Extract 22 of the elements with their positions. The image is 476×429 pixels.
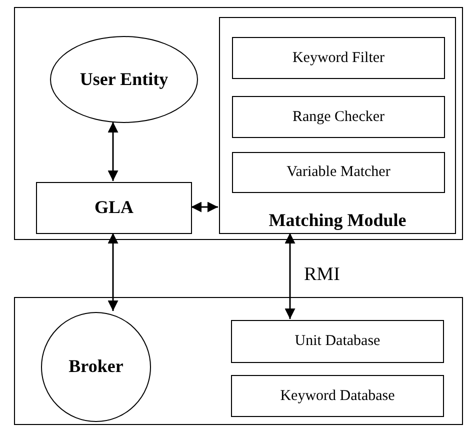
node-label: Broker <box>68 357 124 377</box>
container-box <box>14 7 463 240</box>
node-label: Variable Matcher <box>286 164 390 181</box>
node-label: Keyword Filter <box>292 50 385 66</box>
component-box <box>232 152 445 193</box>
component-box <box>231 320 444 363</box>
module-box <box>219 17 456 234</box>
node-label: Matching Module <box>268 211 406 231</box>
double-arrow <box>108 122 118 181</box>
double-arrow <box>108 233 118 311</box>
node-label: Range Checker <box>292 108 385 126</box>
node-label: Keyword Database <box>280 388 395 404</box>
component-box <box>232 96 445 138</box>
double-arrow <box>191 202 218 212</box>
node-label: Unit Database <box>294 333 380 350</box>
component-box <box>36 182 192 234</box>
container-box <box>14 297 463 425</box>
double-arrow <box>284 233 296 319</box>
node-label: User Entity <box>80 70 168 90</box>
component-box <box>231 375 444 417</box>
node-label: GLA <box>94 198 134 218</box>
component-box <box>232 37 445 79</box>
